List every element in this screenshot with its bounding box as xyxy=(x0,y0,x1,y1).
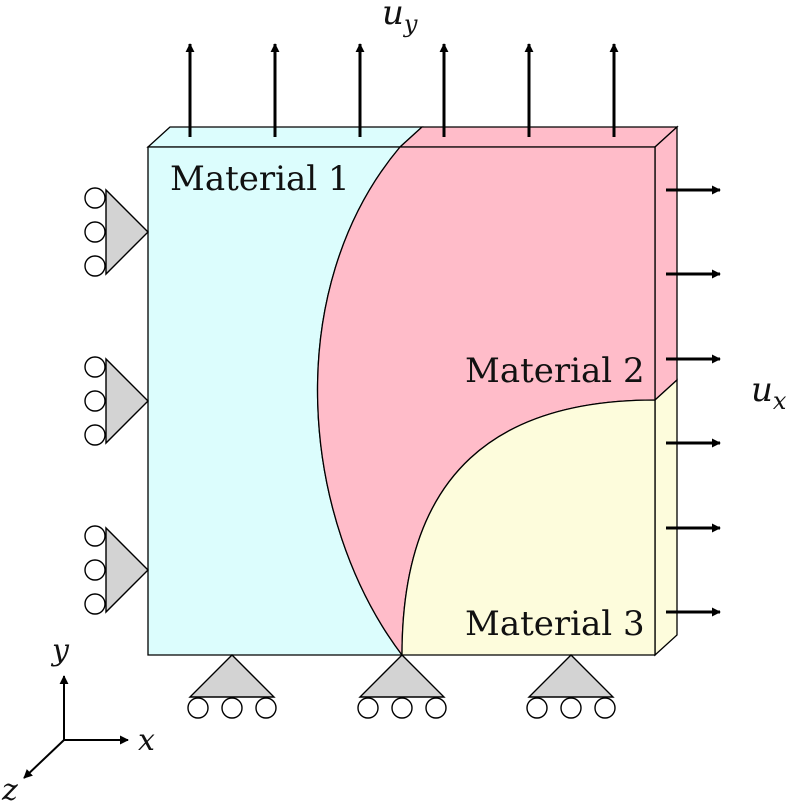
bottom-roller-support xyxy=(187,654,277,719)
material3-label: Material 3 xyxy=(465,604,645,644)
left-roller-support xyxy=(84,525,149,615)
side-face-material3 xyxy=(654,378,678,657)
x-axis-label: x xyxy=(138,723,155,758)
uy-arrows xyxy=(185,43,619,137)
z-axis-label: z xyxy=(1,773,18,803)
ux-arrows xyxy=(666,185,721,617)
ux-label: ux xyxy=(751,370,787,415)
front-face xyxy=(147,146,656,657)
left-roller-support xyxy=(84,356,149,446)
bottom-roller-support xyxy=(526,654,616,719)
z-axis-arrow xyxy=(23,739,65,779)
top-face-material2 xyxy=(398,126,679,148)
bottom-roller-supports xyxy=(187,654,616,719)
region-material3 xyxy=(401,399,656,656)
material1-label: Material 1 xyxy=(170,159,350,199)
y-axis-label: y xyxy=(50,633,70,668)
material2-label: Material 2 xyxy=(465,351,645,391)
left-roller-support xyxy=(84,187,149,277)
left-roller-supports xyxy=(84,187,149,615)
uy-label: uy xyxy=(382,0,418,38)
bottom-roller-support xyxy=(357,654,447,719)
coordinate-axes xyxy=(23,675,129,779)
